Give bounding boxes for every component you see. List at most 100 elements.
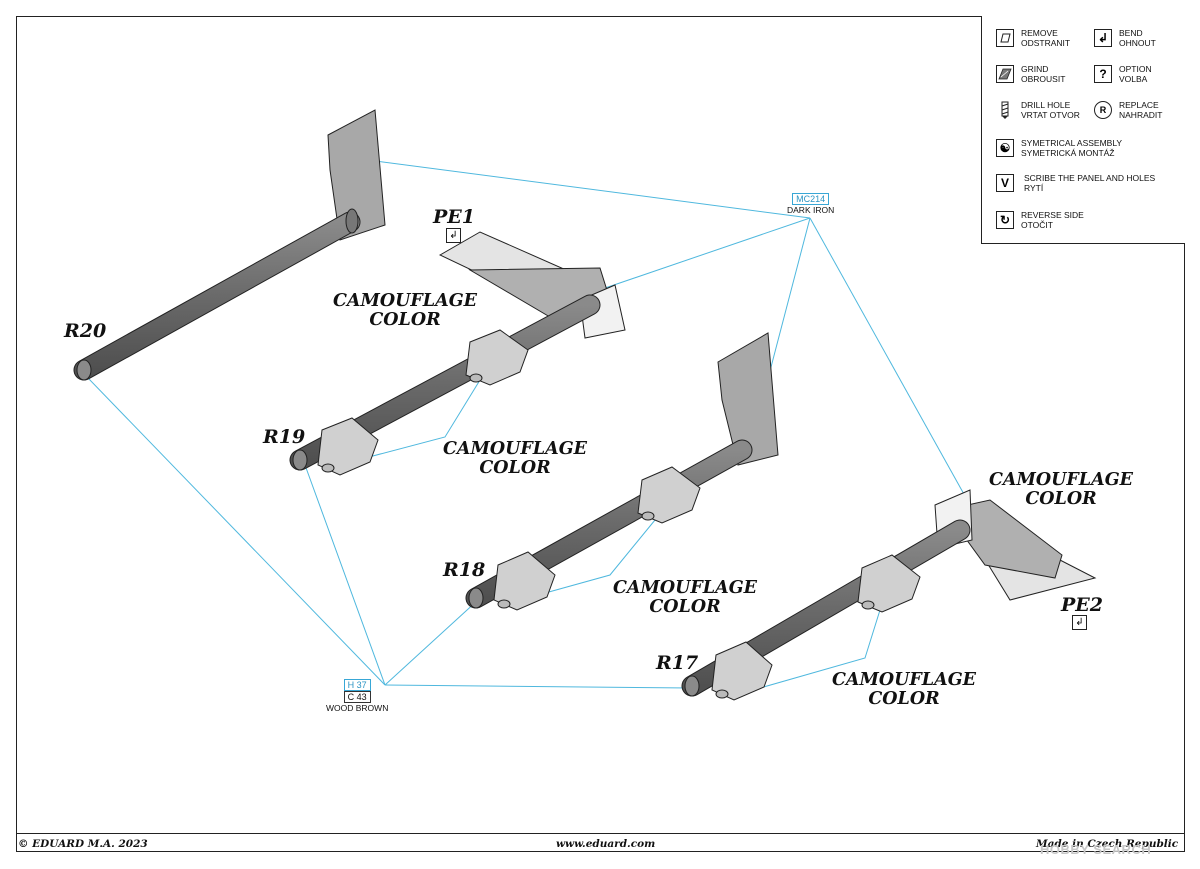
leader-wood-r18 [384, 599, 479, 686]
r17-clip-1 [711, 641, 773, 701]
remove-icon [996, 29, 1014, 47]
paint-name-dark-iron: DARK IRON [787, 205, 835, 215]
paint-code-mc214: MC214 [792, 193, 830, 205]
legend-label: BEND [1119, 28, 1143, 38]
scribe-icon: V [996, 174, 1014, 192]
camo-note-line1: CAMOUFLAGE [443, 439, 587, 459]
legend-label: SCRIBE THE PANEL AND HOLES [1024, 173, 1156, 183]
paint-code-c43: C 43 [343, 691, 371, 703]
leader-wood-r19 [304, 464, 386, 686]
camo-note-pe1: CAMOUFLAGE COLOR [333, 292, 477, 330]
legend-label: GRIND [1021, 64, 1049, 74]
reverse-side-icon: ↻ [996, 211, 1014, 229]
legend-label: REVERSE SIDE [1021, 210, 1084, 220]
paint-wood-brown: H 37 C 43 WOOD BROWN [326, 679, 388, 713]
camo-note-r17: CAMOUFLAGE COLOR [832, 671, 976, 709]
leader-dark-iron-r19 [569, 217, 811, 301]
legend-label-cz: OBROUSIT [1021, 74, 1066, 84]
part-r18-drawing [465, 332, 779, 611]
r19-clip-1 [317, 417, 379, 476]
leader-camo-r18 [519, 519, 656, 601]
part-label-pe1: PE1 [433, 206, 475, 228]
watermark: HOBBY SEARCH [1040, 842, 1152, 857]
legend-label-cz: RYTÍ [1024, 183, 1044, 193]
legend-label-cz: SYMETRICKÁ MONTÁŽ [1021, 148, 1115, 158]
sheet-frame [16, 16, 1185, 852]
leader-lines [87, 159, 971, 689]
part-r19-drawing [289, 231, 626, 476]
r17-blade [944, 499, 1063, 579]
r18-clip-2 [637, 466, 701, 524]
legend-label-cz: VOLBA [1119, 74, 1148, 84]
legend-label-cz: ODSTRANIT [1021, 38, 1071, 48]
camo-note-line1: CAMOUFLAGE [333, 291, 477, 311]
footer-divider [16, 833, 1185, 834]
footer-copyright: © EDUARD M.A. 2023 [18, 838, 148, 850]
camo-note-line1: CAMOUFLAGE [832, 670, 976, 690]
paint-dark-iron: MC214 DARK IRON [787, 193, 834, 215]
part-label-pe2: PE2 [1061, 594, 1103, 616]
leader-dark-iron-r18 [764, 217, 811, 391]
r20-blade [327, 109, 386, 241]
legend-label-cz: NAHRADIT [1119, 110, 1163, 120]
part-r20-drawing [73, 109, 386, 381]
option-icon: ? [1094, 65, 1112, 83]
r19-clip-2 [465, 329, 529, 386]
legend-label: REPLACE [1119, 100, 1159, 110]
paint-name-wood-brown: WOOD BROWN [326, 703, 389, 713]
bend-icon: ↲ [1094, 29, 1112, 47]
leader-camo-r19 [349, 379, 481, 463]
camo-note-line2: COLOR [649, 597, 721, 617]
r17-clip-2 [857, 554, 921, 613]
pe2-bend-icon: ↲ [1072, 615, 1087, 630]
leader-camo-r17 [759, 609, 881, 689]
replace-icon: R [1094, 101, 1112, 119]
leader-wood-r20 [87, 377, 386, 686]
footer-website[interactable]: www.eduard.com [556, 838, 656, 850]
camo-note-r19: CAMOUFLAGE COLOR [443, 440, 587, 478]
legend-label: SYMETRICAL ASSEMBLY [1021, 138, 1123, 148]
camo-note-r18: CAMOUFLAGE COLOR [613, 579, 757, 617]
part-label-r20: R20 [64, 320, 107, 342]
drill-hole-icon [996, 101, 1014, 119]
legend-label: DRILL HOLE [1021, 100, 1071, 110]
leader-dark-iron-r17 [809, 217, 971, 506]
footer-origin: Made in Czech Republic [1036, 838, 1179, 850]
legend-label-cz: OTOČIT [1021, 220, 1053, 230]
camo-note-line1: CAMOUFLAGE [989, 470, 1133, 490]
r18-blade [717, 332, 779, 466]
camo-note-line2: COLOR [369, 310, 441, 330]
part-label-r19: R19 [263, 426, 306, 448]
part-label-r18: R18 [443, 559, 486, 581]
paint-code-h37: H 37 [343, 679, 371, 691]
camo-note-line2: COLOR [479, 458, 551, 478]
leader-wood-r17 [384, 684, 691, 689]
symmetrical-assembly-icon: ☯ [996, 139, 1014, 157]
camo-note-line2: COLOR [868, 689, 940, 709]
grind-icon [996, 65, 1014, 83]
leader-dark-iron-r20 [367, 159, 811, 219]
r20-handle [74, 212, 360, 380]
legend-label-cz: OHNOUT [1119, 38, 1156, 48]
legend-label-cz: VRTAT OTVOR [1021, 110, 1080, 120]
legend-label: REMOVE [1021, 28, 1058, 38]
r18-clip-1 [493, 551, 556, 611]
part-label-r17: R17 [656, 652, 699, 674]
camo-note-pe2: CAMOUFLAGE COLOR [989, 471, 1133, 509]
part-r17-drawing [681, 489, 1097, 701]
legend-label: OPTION [1119, 64, 1152, 74]
camo-note-line2: COLOR [1025, 489, 1097, 509]
pe1-bend-icon: ↲ [446, 228, 461, 243]
